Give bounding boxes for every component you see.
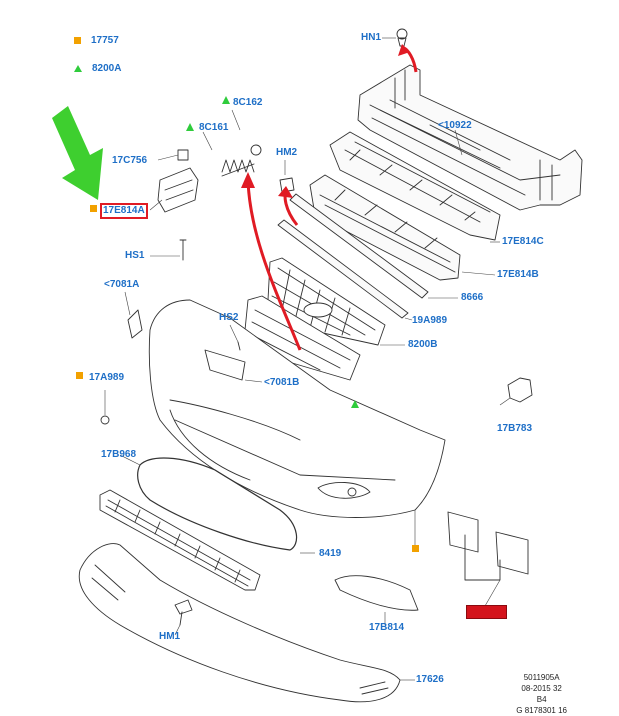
bracket-17b783 (507, 377, 533, 403)
square-marker (76, 372, 83, 379)
label-17e814c: 17E814C (502, 236, 544, 247)
spoiler-17626 (78, 543, 401, 703)
screw-hs2 (237, 341, 241, 351)
lower-grille-8419 (99, 489, 261, 591)
clip-8c162 (250, 144, 262, 156)
bracket-7081a (127, 309, 143, 339)
label-8419: 8419 (319, 548, 342, 559)
label-8200b: 8200B (408, 339, 438, 350)
bezel-17b968 (137, 457, 298, 551)
absorber-17e814b (309, 174, 461, 281)
label-17a385: 17A385 (466, 605, 508, 619)
label-17626: 17626 (416, 674, 444, 685)
legend-square: 17757 (74, 35, 119, 47)
label-hm2: HM2 (276, 147, 298, 158)
leader-lines (104, 37, 511, 681)
label-7081a: <7081A (104, 279, 140, 290)
spring-8c161 (221, 159, 255, 177)
triangle-marker (351, 400, 359, 408)
bracket-7081b (204, 349, 246, 381)
reference-line-2: 08-2015 32 (521, 684, 562, 693)
label-hs1: HS1 (125, 250, 145, 261)
reference-line-3: B4 (536, 695, 547, 704)
clip-17a989 (100, 415, 110, 425)
bumper-cover (148, 299, 446, 518)
legend-triangle: 8200A (74, 63, 121, 75)
strip-8666 (289, 193, 429, 299)
bracket-17a385 (447, 511, 529, 581)
screw-hm1 (174, 599, 193, 626)
label-17e814b: 17E814B (497, 269, 539, 280)
triangle-legend-icon (74, 64, 82, 72)
label-hn1: HN1 (361, 32, 382, 43)
reference-line-1: 5011905A (523, 673, 560, 682)
label-8666: 8666 (461, 292, 484, 303)
reference-line-4: G 8178301 16 (516, 706, 567, 715)
red-arrowheads (241, 44, 410, 198)
label-19a989: 19A989 (412, 315, 448, 326)
label-17a989: 17A989 (89, 372, 125, 383)
absorber-17e814c (329, 131, 501, 241)
square-marker (90, 205, 97, 212)
label-8c161: 8C161 (199, 122, 229, 133)
strip-19a989 (277, 219, 409, 319)
label-7081b: <7081B (264, 377, 300, 388)
square-legend-icon (74, 36, 81, 44)
drawing-reference: 5011905A 08-2015 32 B4 G 8178301 16 (516, 672, 567, 716)
fog-bezel-17b814 (334, 575, 419, 611)
square-marker (412, 545, 419, 552)
label-10922: <10922 (438, 120, 472, 131)
label-17b814: 17B814 (369, 622, 405, 633)
label-17b783: 17B783 (497, 423, 533, 434)
label-hm1: HM1 (159, 631, 181, 642)
side-bracket-17e814a (157, 149, 199, 213)
label-hs2: HS2 (219, 312, 239, 323)
triangle-marker (222, 96, 230, 104)
bumper-beam-10922 (357, 28, 583, 211)
clip-hm2 (279, 177, 295, 193)
label-17b968: 17B968 (101, 449, 137, 460)
label-17e814a: 17E814A (100, 203, 148, 219)
triangle-marker (186, 123, 194, 131)
green-pointer-arrow (52, 106, 103, 200)
label-17c756: 17C756 (112, 155, 148, 166)
label-8c162: 8C162 (233, 97, 263, 108)
legend-square-code: 17757 (91, 35, 119, 46)
legend-triangle-code: 8200A (92, 63, 122, 74)
screw-hs1 (179, 239, 187, 261)
